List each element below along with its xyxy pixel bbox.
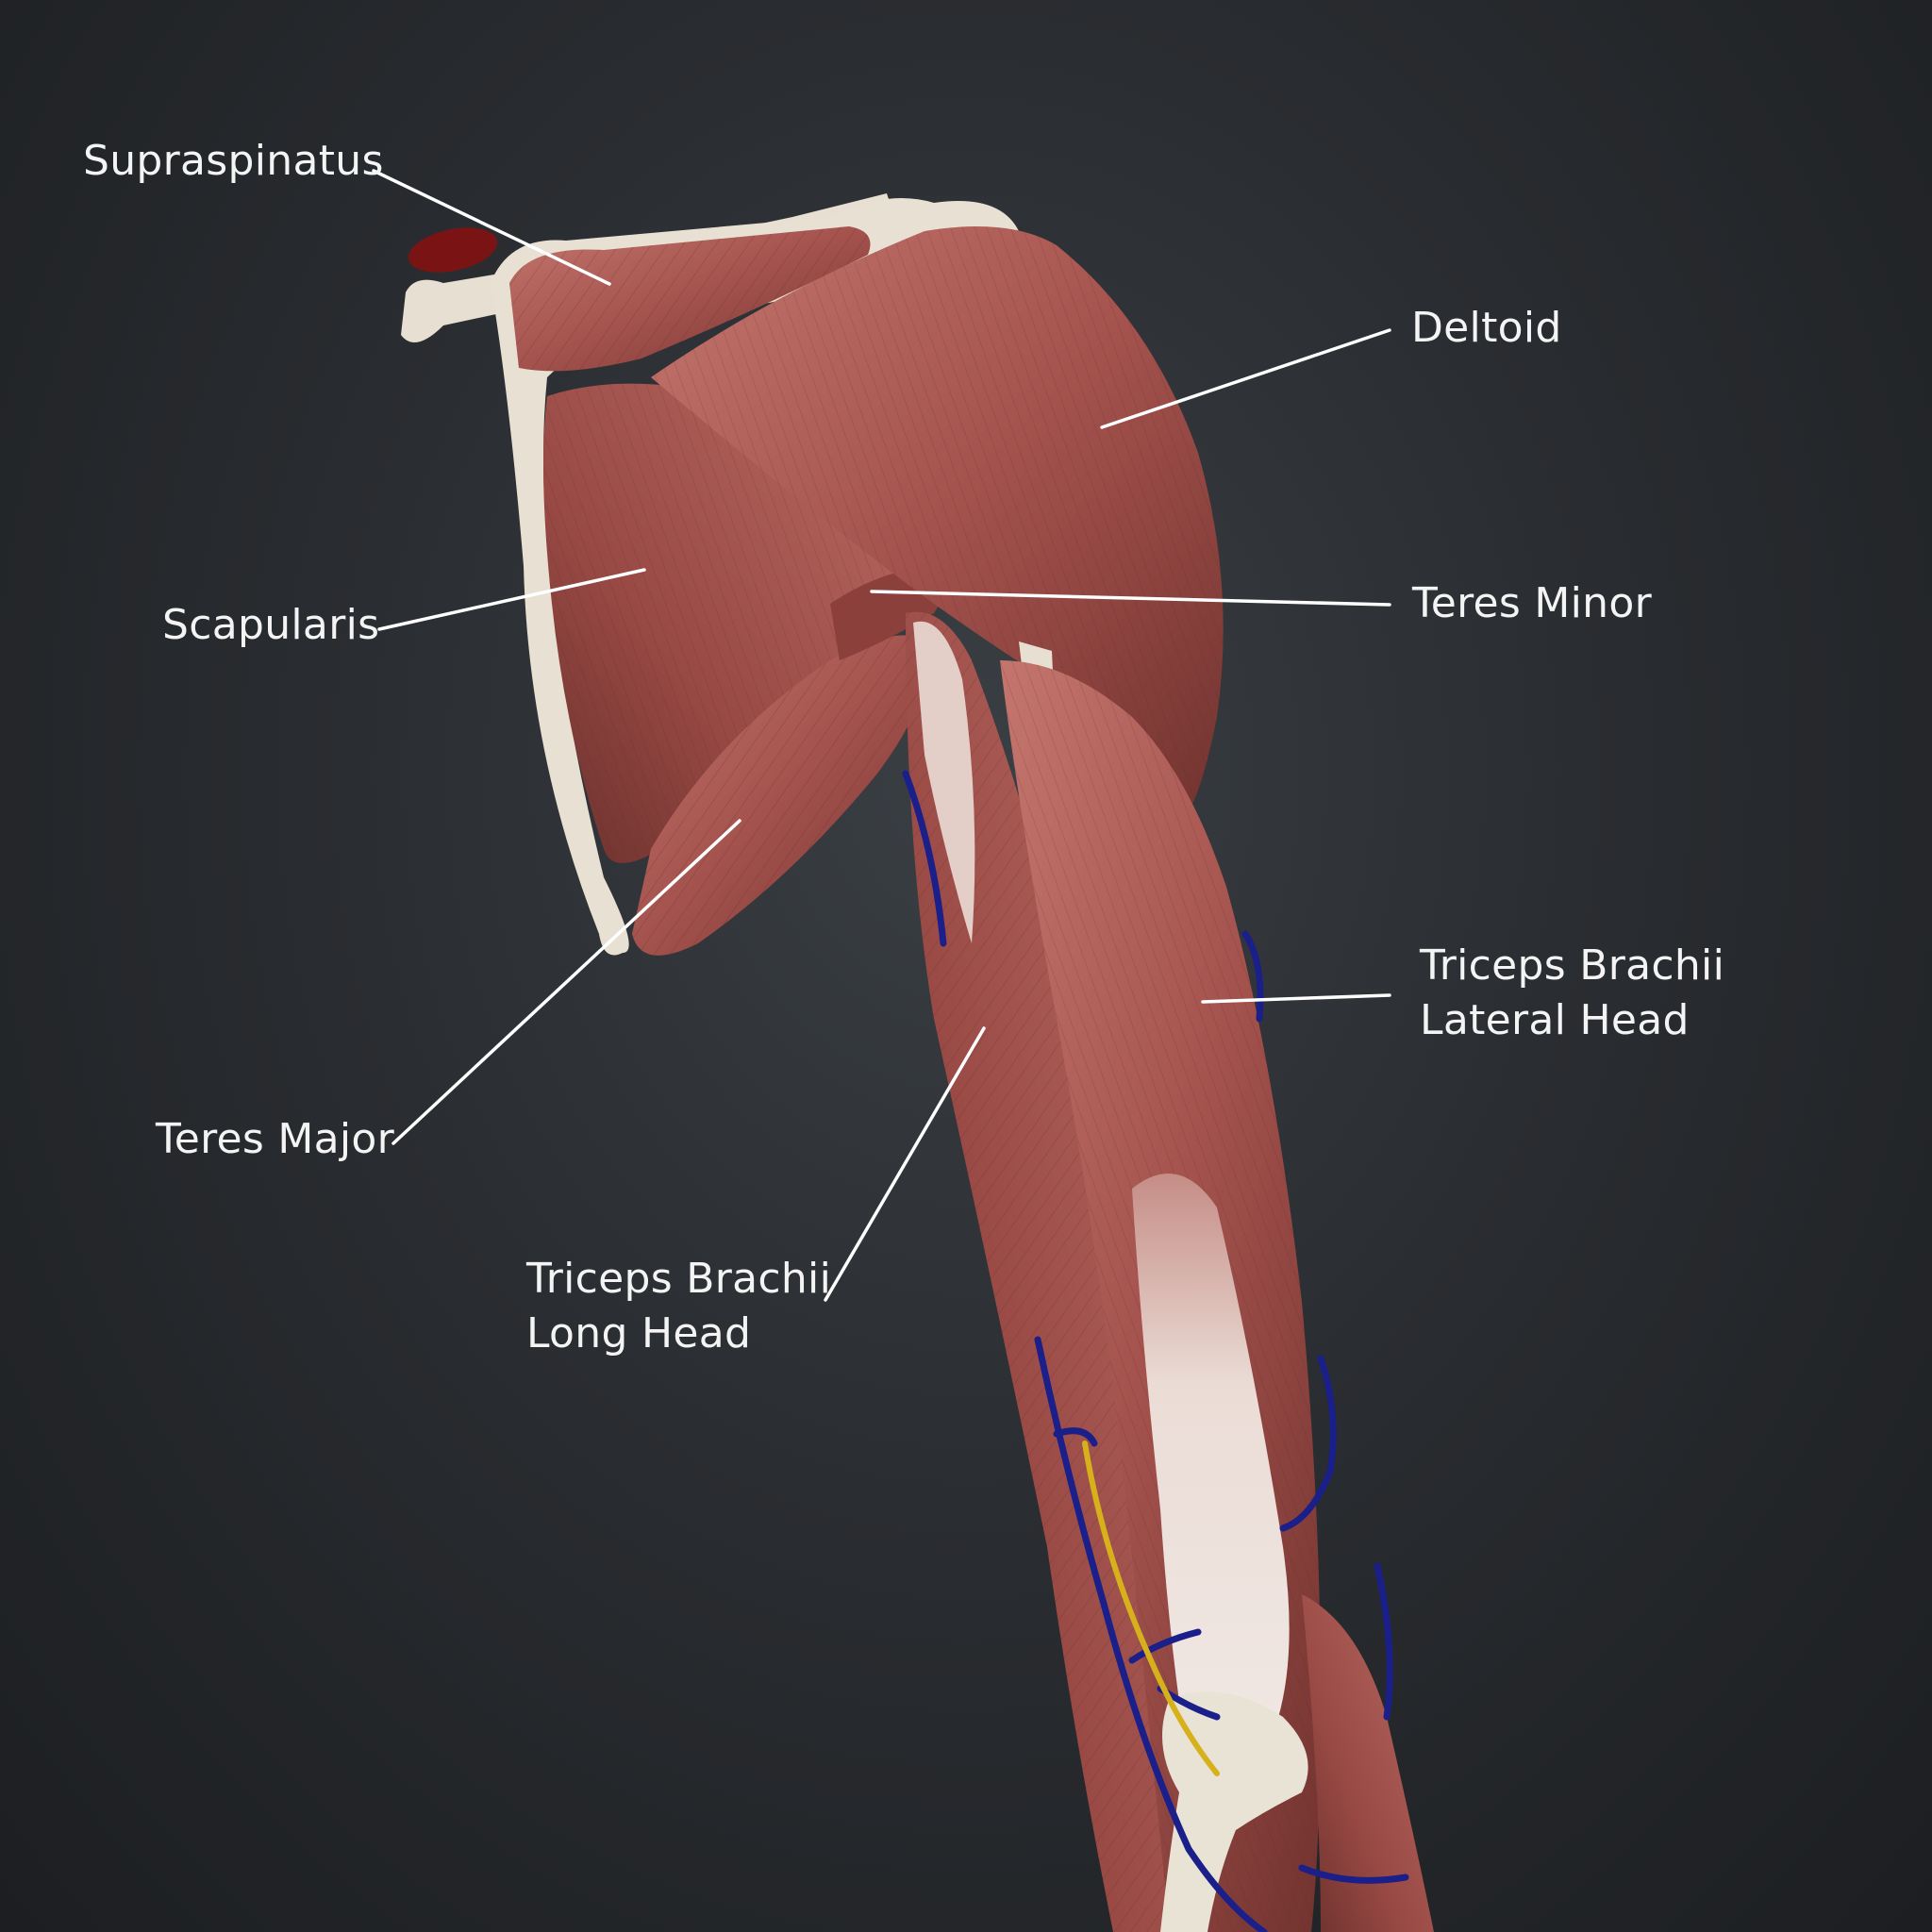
leader-line-teres-major xyxy=(391,819,741,1145)
leader-line-deltoid xyxy=(1100,328,1391,429)
label-scapularis: Scapularis xyxy=(162,598,379,653)
veins xyxy=(902,770,1409,1932)
label-scapularis-text: Scapularis xyxy=(162,601,380,649)
leader-line-scapularis xyxy=(377,568,646,631)
leader-lines xyxy=(372,169,1391,1302)
leader-line-triceps-lateral xyxy=(1201,993,1391,1004)
label-teres-major-text: Teres Major xyxy=(156,1115,395,1163)
label-triceps-long-line2: Long Head xyxy=(526,1309,752,1357)
label-supraspinatus: Supraspinatus xyxy=(83,134,384,189)
label-teres-major: Teres Major xyxy=(156,1112,394,1167)
label-teres-minor-text: Teres Minor xyxy=(1412,579,1652,627)
nerve xyxy=(1082,1441,1220,1776)
label-supraspinatus-text: Supraspinatus xyxy=(83,137,384,185)
label-triceps-long-line1: Triceps Brachii xyxy=(526,1255,832,1303)
leader-line-triceps-long xyxy=(824,1026,986,1302)
label-deltoid-text: Deltoid xyxy=(1411,304,1562,352)
label-triceps-lateral-line2: Lateral Head xyxy=(1420,996,1690,1044)
leader-line-supraspinatus xyxy=(372,169,611,286)
label-teres-minor: Teres Minor xyxy=(1412,576,1652,631)
label-triceps-lateral-line1: Triceps Brachii xyxy=(1420,941,1725,990)
olecranon-bone xyxy=(1160,1691,1308,1932)
label-triceps-lateral-head: Triceps Brachii Lateral Head xyxy=(1420,939,1724,1048)
triceps-tendon xyxy=(1132,1174,1290,1776)
leader-line-teres-minor xyxy=(870,590,1391,607)
forearm-muscles xyxy=(1302,1594,1434,1932)
label-triceps-long-head: Triceps Brachii Long Head xyxy=(526,1252,831,1361)
label-deltoid: Deltoid xyxy=(1411,301,1562,356)
